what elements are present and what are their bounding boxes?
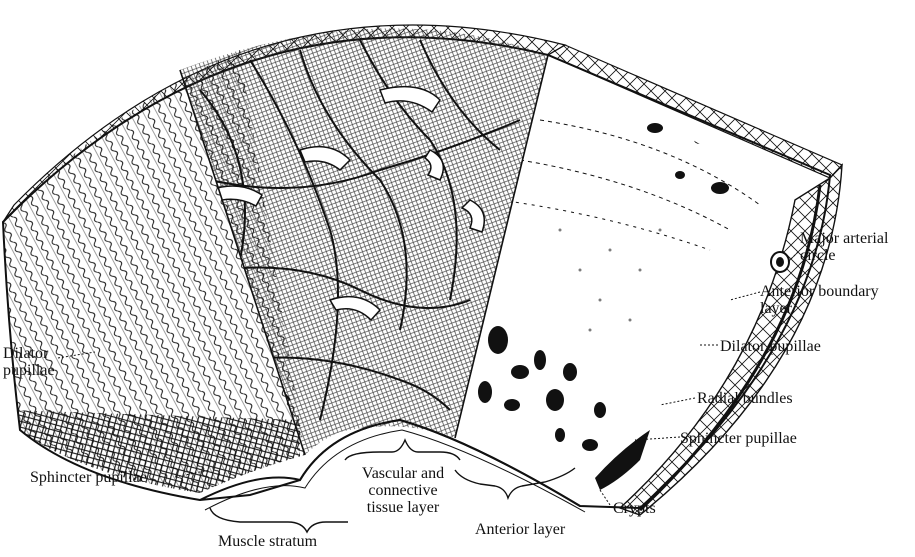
label-dilator-pupillae-right: Dilator pupillae xyxy=(720,338,821,355)
label-vascular-connective-tissue: Vascular and connective tissue layer xyxy=(338,465,468,516)
label-sphincter-pupillae-right: Sphincter pupillae xyxy=(680,430,797,447)
label-radial-bundles: Radial bundles xyxy=(697,390,793,407)
label-major-arterial-circle: Major arterial circle xyxy=(800,230,888,264)
brace-muscle-stratum xyxy=(210,508,348,532)
label-dilator-pupillae-left: Dilator pupillae xyxy=(3,345,55,379)
label-anterior-boundary-layer: Anterior boundary layer xyxy=(760,283,879,317)
label-anterior-layer: Anterior layer xyxy=(475,521,565,538)
label-crypts: Crypts xyxy=(613,500,656,517)
label-sphincter-pupillae-left: Sphincter pupillae xyxy=(30,469,147,486)
label-muscle-stratum: Muscle stratum xyxy=(218,533,317,550)
